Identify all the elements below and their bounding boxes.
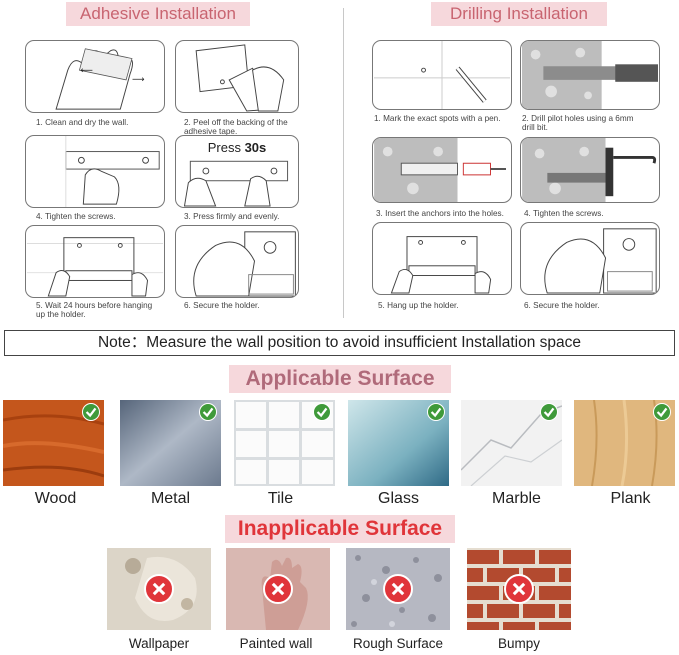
installation-note: Note：Measure the wall position to avoid … <box>4 330 675 356</box>
drilling-step-5-caption: 5. Hang up the holder. <box>378 301 459 310</box>
drilling-step-1-caption: 1. Mark the exact spots with a pen. <box>374 114 501 123</box>
drilling-step-2-caption: 2. Drill pilot holes using a 6mm drill b… <box>522 114 634 132</box>
surface-label-tile: Tile <box>267 490 294 507</box>
surface-marble-image <box>461 400 562 486</box>
drilling-step-3-caption: 3. Insert the anchors into the holes. <box>376 209 504 218</box>
adhesive-step-6-caption: 6. Secure the holder. <box>184 301 260 310</box>
surface-painted-wall-image <box>226 548 330 630</box>
surface-label-marble: Marble <box>492 490 541 507</box>
press-30s-label: Press 30s <box>207 140 267 155</box>
surface-label-glass: Glass <box>378 490 419 507</box>
check-icon <box>653 403 671 421</box>
surface-rough-image <box>346 548 450 630</box>
surface-tile-image <box>234 400 335 486</box>
surface-glass-image <box>348 400 449 486</box>
surface-wood-image <box>3 400 104 486</box>
adhesive-step-2-caption: 2. Peel off the backing of the adhesive … <box>184 118 288 136</box>
adhesive-step-1-illustration: ⟵⟶ <box>25 40 165 113</box>
drilling-step-4-illustration <box>520 137 660 203</box>
drilling-step-1-illustration <box>372 40 512 110</box>
surface-wallpaper-image <box>107 548 211 630</box>
adhesive-step-4-illustration <box>25 135 165 208</box>
adhesive-installation-title: Adhesive Installation <box>66 2 250 26</box>
cross-icon <box>263 574 293 604</box>
surface-label-wood: Wood <box>34 490 77 507</box>
adhesive-step-3-caption: 3. Press firmly and evenly. <box>184 212 280 221</box>
cross-icon <box>383 574 413 604</box>
check-icon <box>82 403 100 421</box>
check-icon <box>313 403 331 421</box>
adhesive-step-5-illustration <box>25 225 165 298</box>
cross-icon <box>504 574 534 604</box>
svg-text:⟵: ⟵ <box>80 65 93 75</box>
drilling-step-4-caption: 4. Tighten the screws. <box>524 209 604 218</box>
surface-plank-image <box>574 400 675 486</box>
surface-bumpy-image <box>467 548 571 630</box>
check-icon <box>427 403 445 421</box>
drilling-step-6-illustration <box>520 222 660 295</box>
adhesive-step-2-illustration <box>175 40 299 113</box>
surface-label-wallpaper: Wallpaper <box>128 636 190 651</box>
adhesive-step-6-illustration <box>175 225 299 298</box>
inapplicable-surface-title: Inapplicable Surface <box>225 515 455 543</box>
drilling-step-5-illustration <box>372 222 512 295</box>
cross-icon <box>144 574 174 604</box>
drilling-step-2-illustration <box>520 40 660 110</box>
surface-label-rough-surface: Rough Surface <box>352 636 444 651</box>
adhesive-step-1-caption: 1. Clean and dry the wall. <box>36 118 129 127</box>
adhesive-step-4-caption: 4. Tighten the screws. <box>36 212 116 221</box>
drilling-step-6-caption: 6. Secure the holder. <box>524 301 600 310</box>
surface-metal-image <box>120 400 221 486</box>
drilling-step-3-illustration <box>372 137 512 203</box>
drilling-installation-title: Drilling Installation <box>431 2 607 26</box>
check-icon <box>199 403 217 421</box>
check-icon <box>540 403 558 421</box>
applicable-surface-title: Applicable Surface <box>229 365 451 393</box>
adhesive-step-3-illustration: Press 30s <box>175 135 299 208</box>
section-divider <box>343 8 344 318</box>
surface-label-metal: Metal <box>150 490 191 507</box>
surface-label-plank: Plank <box>610 490 651 507</box>
adhesive-step-5-caption: 5. Wait 24 hours before hanging up the h… <box>36 301 153 319</box>
svg-text:⟶: ⟶ <box>132 74 145 84</box>
surface-label-painted-wall: Painted wall <box>239 636 313 651</box>
surface-label-bumpy: Bumpy <box>497 636 541 651</box>
